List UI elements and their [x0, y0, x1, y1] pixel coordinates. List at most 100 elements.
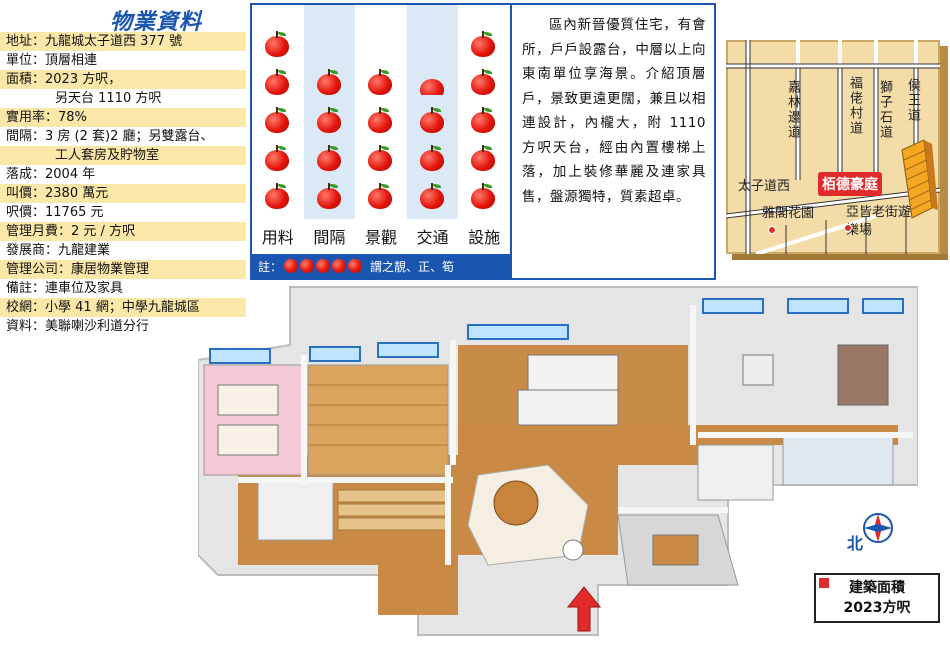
property-info-panel: 物業資料 地址：九龍城太子道西 377 號單位：頂層相連面積：2023 方呎，另… — [0, 0, 246, 345]
info-row: 發展商：九龍建業 — [0, 241, 246, 260]
apple-icon — [264, 107, 290, 133]
road-label: 福佬村道 — [847, 76, 862, 136]
floor-plan — [198, 285, 918, 640]
entrance-arrow-icon — [566, 586, 602, 632]
location-dot — [844, 224, 852, 232]
apple-icon — [284, 259, 299, 273]
rating-label: 交通 — [416, 228, 449, 247]
info-value: 2380 萬元 — [45, 186, 109, 201]
rating-column — [458, 5, 509, 219]
info-key: 間隔： — [6, 129, 46, 144]
info-key: 面積： — [6, 72, 46, 87]
info-value: 2004 年 — [45, 167, 96, 182]
apple-icon — [367, 107, 393, 133]
apple-icon — [264, 69, 290, 95]
location-dot — [768, 226, 776, 234]
info-key: 備註： — [6, 281, 46, 296]
road-label: 侯王道 — [905, 78, 920, 123]
rating-column — [252, 5, 303, 219]
rating-note: 註： 謂之靚、正、筍 — [252, 254, 510, 278]
info-value: 78% — [58, 110, 87, 125]
info-row: 資料：美聯喇沙利道分行 — [0, 317, 246, 336]
info-key: 單位： — [6, 53, 46, 68]
apple-icon — [316, 69, 342, 95]
info-value: 九龍城太子道西 377 號 — [45, 34, 183, 49]
map-edge — [732, 254, 948, 260]
apple-icon — [419, 107, 445, 133]
info-row: 管理公司：康居物業管理 — [0, 260, 246, 279]
info-key: 落成： — [6, 167, 46, 182]
apple-icon — [470, 183, 496, 209]
apple-icon — [367, 69, 393, 95]
area-title: 建築面積 — [849, 580, 905, 596]
info-row: 呎價：11765 元 — [0, 203, 246, 222]
description-text: 區內新晉優質住宅，有會所，戶戶設露台，中層以上向東南單位享海景。介紹頂層戶，景致… — [522, 17, 706, 205]
compass-icon — [863, 513, 893, 543]
info-value: 3 房 (2 套)2 廳；另雙露台、 — [45, 129, 214, 144]
road-label: 太子道西 — [738, 179, 791, 194]
info-value: 另天台 1110 方呎 — [55, 91, 162, 106]
info-value: 工人套房及貯物室 — [55, 148, 160, 163]
info-row: 校網：小學 41 網；中學九龍城區 — [0, 298, 246, 317]
apple-icon — [348, 259, 363, 273]
floor-plan-drawing — [198, 286, 918, 636]
info-row: 管理月費：2 元 / 方呎 — [0, 222, 246, 241]
road-label: 嘉林邊道 — [785, 80, 800, 140]
info-value: 小學 41 網；中學九龍城區 — [45, 300, 200, 315]
info-row: 地址：九龍城太子道西 377 號 — [0, 32, 246, 51]
apple-icon — [316, 145, 342, 171]
rating-label: 用料 — [261, 228, 294, 247]
place-label: 亞皆老街遊樂場 — [846, 205, 912, 238]
map-edge — [940, 46, 948, 256]
info-row: 落成：2004 年 — [0, 165, 246, 184]
apple-icon — [316, 183, 342, 209]
apple-icon — [367, 183, 393, 209]
info-key: 呎價： — [6, 205, 46, 220]
rating-label: 間隔 — [313, 228, 346, 247]
map-roads — [726, 40, 940, 254]
apple-icon — [470, 69, 496, 95]
info-row: 另天台 1110 方呎 — [0, 89, 246, 108]
info-rows: 地址：九龍城太子道西 377 號單位：頂層相連面積：2023 方呎，另天台 11… — [0, 32, 246, 336]
rating-label: 景觀 — [364, 228, 397, 247]
info-value: 11765 元 — [45, 205, 104, 220]
apple-icon — [419, 145, 445, 171]
road-label: 獅子石道 — [877, 80, 892, 140]
map-base — [726, 40, 940, 254]
info-row: 叫價：2380 萬元 — [0, 184, 246, 203]
info-value: 2023 方呎， — [45, 72, 122, 87]
north-label: 北 — [847, 534, 864, 553]
apple-icon — [264, 31, 290, 57]
info-key: 資料： — [6, 319, 46, 334]
info-value: 2 元 / 方呎 — [71, 224, 136, 239]
apple-icon — [332, 259, 347, 273]
apple-icon — [470, 107, 496, 133]
apple-icon — [367, 145, 393, 171]
info-row: 單位：頂層相連 — [0, 51, 246, 70]
info-key: 地址： — [6, 34, 46, 49]
info-key: 實用率： — [6, 110, 59, 125]
rating-column — [355, 5, 406, 219]
info-key: 管理月費： — [6, 224, 72, 239]
apple-icon — [470, 31, 496, 57]
rating-label: 設施 — [468, 228, 501, 247]
info-row: 實用率：78% — [0, 108, 246, 127]
info-value: 連車位及家具 — [45, 281, 124, 296]
building-icon — [901, 139, 938, 219]
info-key: 管理公司： — [6, 262, 72, 277]
info-value: 九龍建業 — [58, 243, 111, 258]
info-row: 面積：2023 方呎， — [0, 70, 246, 89]
half-apple-icon — [419, 79, 445, 95]
info-value: 頂層相連 — [45, 53, 98, 68]
rating-column — [406, 5, 458, 219]
apple-icon — [264, 145, 290, 171]
info-value: 美聯喇沙利道分行 — [45, 319, 150, 334]
info-key: 發展商： — [6, 243, 59, 258]
note-prefix: 註： — [258, 259, 283, 274]
info-row: 備註：連車位及家具 — [0, 279, 246, 298]
rating-labels: 用料 間隔 景觀 交通 設施 — [252, 223, 510, 253]
apple-icon — [316, 107, 342, 133]
estate-label: 栢德豪庭 — [818, 172, 882, 196]
apple-icon — [264, 183, 290, 209]
apple-icon — [470, 145, 496, 171]
